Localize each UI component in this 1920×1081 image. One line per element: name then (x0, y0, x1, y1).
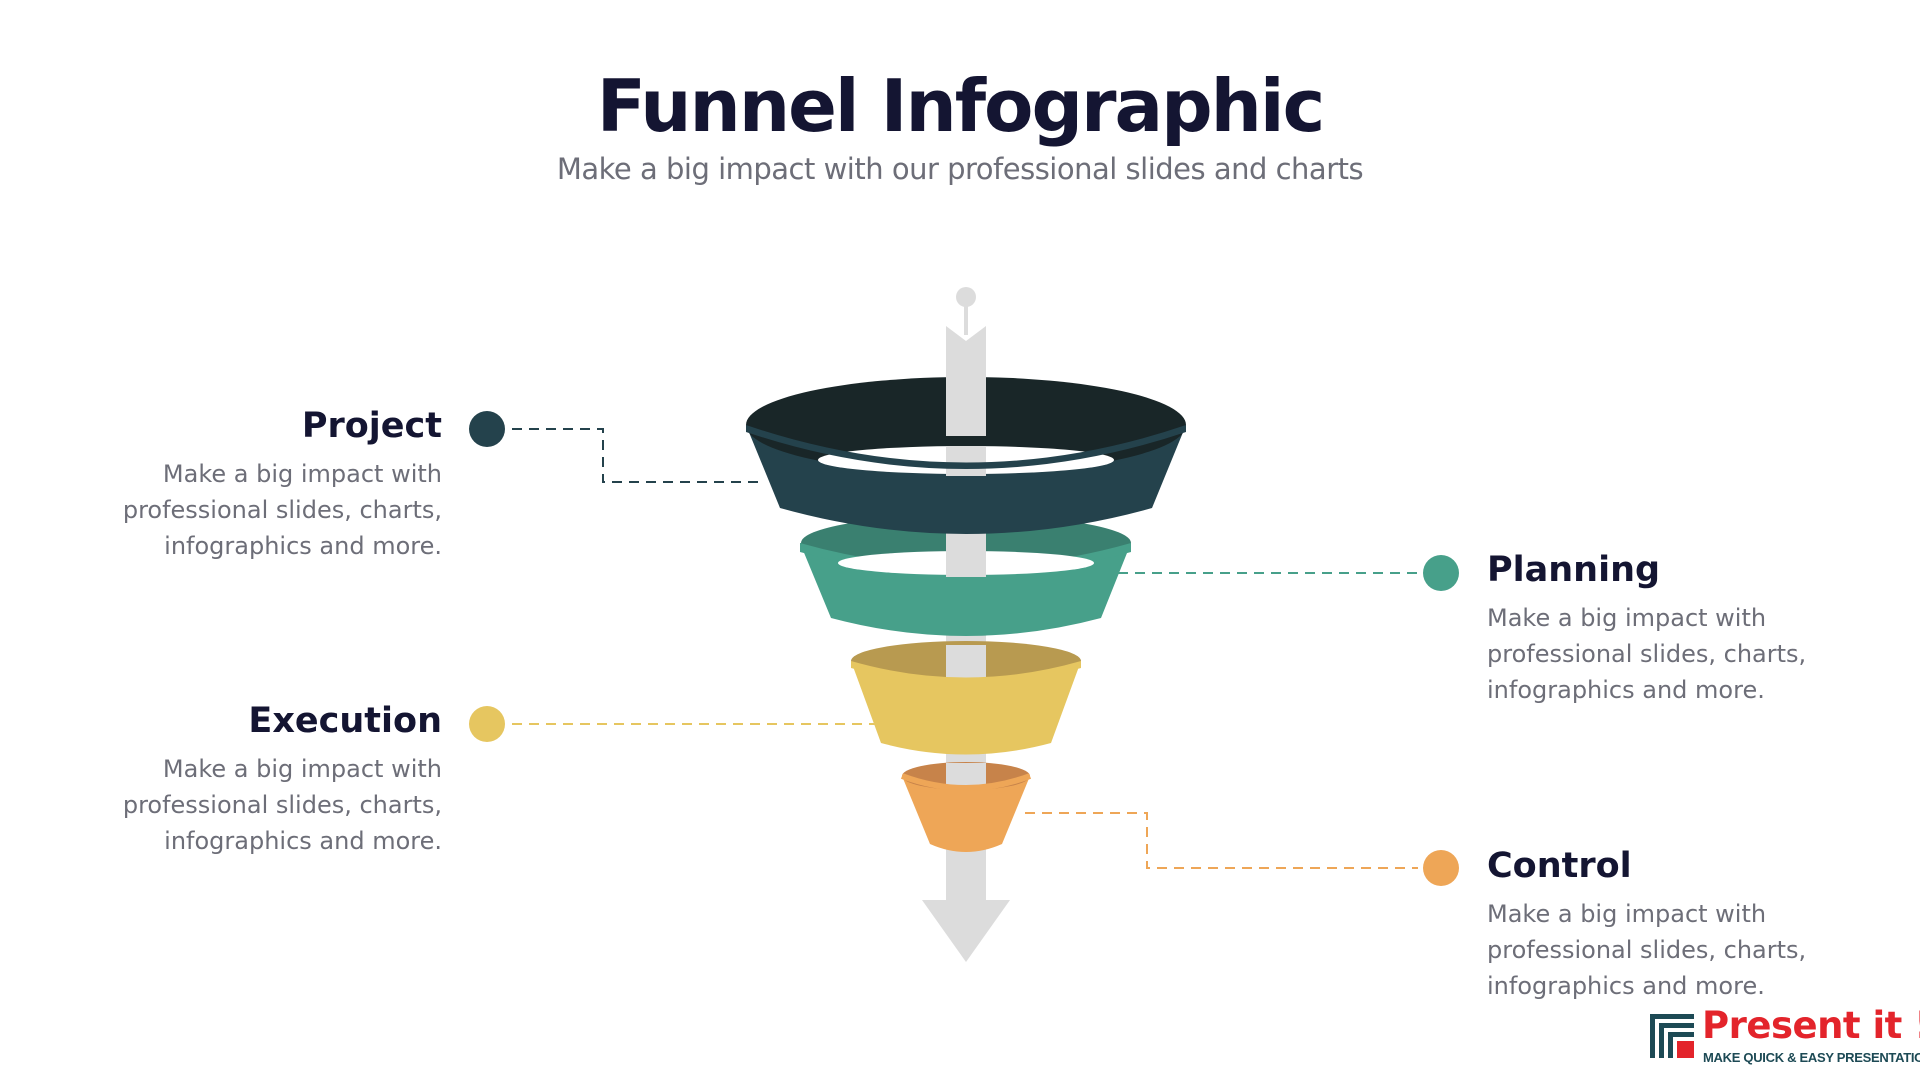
connector-control (1025, 812, 1459, 886)
funnel-layer-planning (800, 515, 1131, 636)
logo-tagline: MAKE QUICK & EASY PRESENTATIONS (1703, 1050, 1920, 1065)
stage-description: Make a big impact with professional slid… (0, 456, 442, 564)
funnel-layer-execution (851, 641, 1081, 755)
connector-execution (469, 706, 876, 742)
stage-description-line: professional slides, charts, (1487, 640, 1807, 668)
stage-description-line: professional slides, charts, (122, 791, 442, 819)
stage-title: Project (301, 406, 442, 446)
connector-planning (1118, 555, 1459, 591)
stage-description-line: infographics and more. (1487, 972, 1765, 1000)
slide-title: Funnel Infographic (596, 64, 1326, 148)
marker-execution (469, 706, 505, 742)
stage-planning: Planning Make a big impact with professi… (1487, 548, 1907, 708)
stage-description: Make a big impact with professional slid… (1487, 600, 1907, 708)
stage-description-line: Make a big impact with (162, 460, 442, 488)
bars-icon (1650, 1014, 1694, 1058)
stage-title: Planning (1487, 550, 1661, 590)
stage-description-line: infographics and more. (1487, 676, 1765, 704)
stage-description: Make a big impact with professional slid… (1487, 896, 1907, 1004)
stage-control: Control Make a big impact with professio… (1487, 844, 1907, 1004)
stage-project: Project Make a big impact with professio… (0, 404, 442, 564)
stage-description: Make a big impact with professional slid… (0, 751, 442, 859)
brand-logo: Present it ! MAKE QUICK & EASY PRESENTAT… (1650, 1004, 1920, 1070)
stage-execution: Execution Make a big impact with profess… (0, 699, 442, 859)
funnel-layer-project (746, 376, 1186, 534)
stage-description-line: Make a big impact with (1487, 900, 1767, 928)
stage-description-line: infographics and more. (164, 827, 442, 855)
marker-control (1423, 850, 1459, 886)
stage-title: Execution (248, 701, 442, 741)
marker-planning (1423, 555, 1459, 591)
slide-subtitle: Make a big impact with our professional … (556, 152, 1364, 186)
logo-name: Present it ! (1702, 1004, 1920, 1047)
stage-description-line: Make a big impact with (162, 755, 442, 783)
marker-project (469, 411, 505, 447)
stage-description-line: professional slides, charts, (1487, 936, 1807, 964)
stage-title: Control (1487, 846, 1632, 886)
stage-description-line: infographics and more. (164, 532, 442, 560)
stage-description-line: Make a big impact with (1487, 604, 1767, 632)
funnel-layer-control (900, 762, 1032, 852)
connector-project (469, 411, 762, 483)
stage-description-line: professional slides, charts, (122, 496, 442, 524)
